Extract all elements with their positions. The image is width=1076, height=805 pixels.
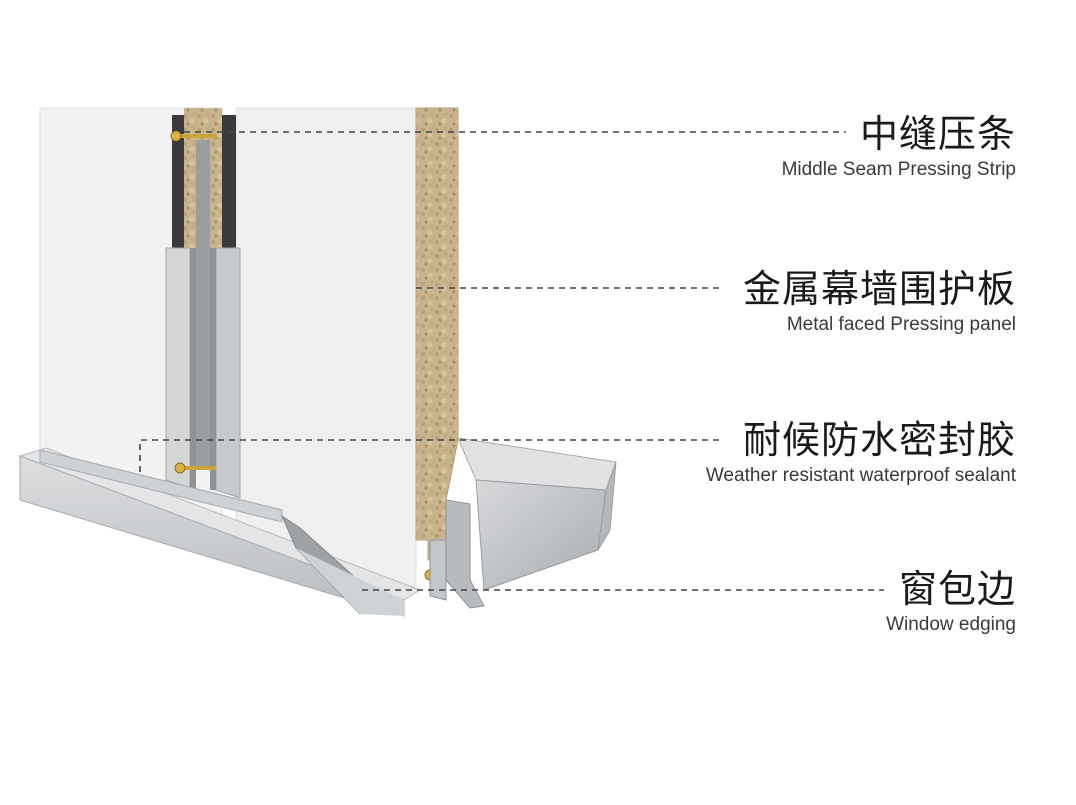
callout-title-zh: 耐候防水密封胶	[742, 418, 1016, 462]
rock-wool-core	[415, 107, 459, 561]
seam-gasket	[172, 115, 236, 470]
bottom-flashing	[18, 447, 422, 617]
leader-line-sealant	[139, 439, 722, 472]
callout-middle-seam-pressing-strip: 中缝压条 Middle Seam Pressing Strip	[782, 112, 1016, 182]
callout-window-edging: 窗包边 Window edging	[886, 567, 1016, 637]
callout-waterproof-sealant: 耐候防水密封胶 Weather resistant waterproof sea…	[706, 418, 1016, 488]
window-edging-tray	[429, 437, 617, 609]
callout-metal-faced-panel: 金属幕墙围护板 Metal faced Pressing panel	[743, 267, 1016, 337]
callout-title-zh: 金属幕墙围护板	[742, 267, 1016, 311]
screw-bottom	[174, 462, 216, 474]
callout-title-en: Window edging	[886, 614, 1016, 635]
callout-title-zh: 中缝压条	[859, 112, 1016, 156]
callout-title-zh: 窗包边	[898, 567, 1016, 611]
callout-title-en: Weather resistant waterproof sealant	[705, 465, 1016, 486]
middle-seam-pressing-strip	[165, 247, 241, 499]
screw-top	[170, 130, 216, 142]
leader-lines	[139, 131, 884, 591]
callout-title-en: Metal faced Pressing panel	[786, 314, 1016, 335]
callout-title-en: Middle Seam Pressing Strip	[781, 159, 1016, 180]
